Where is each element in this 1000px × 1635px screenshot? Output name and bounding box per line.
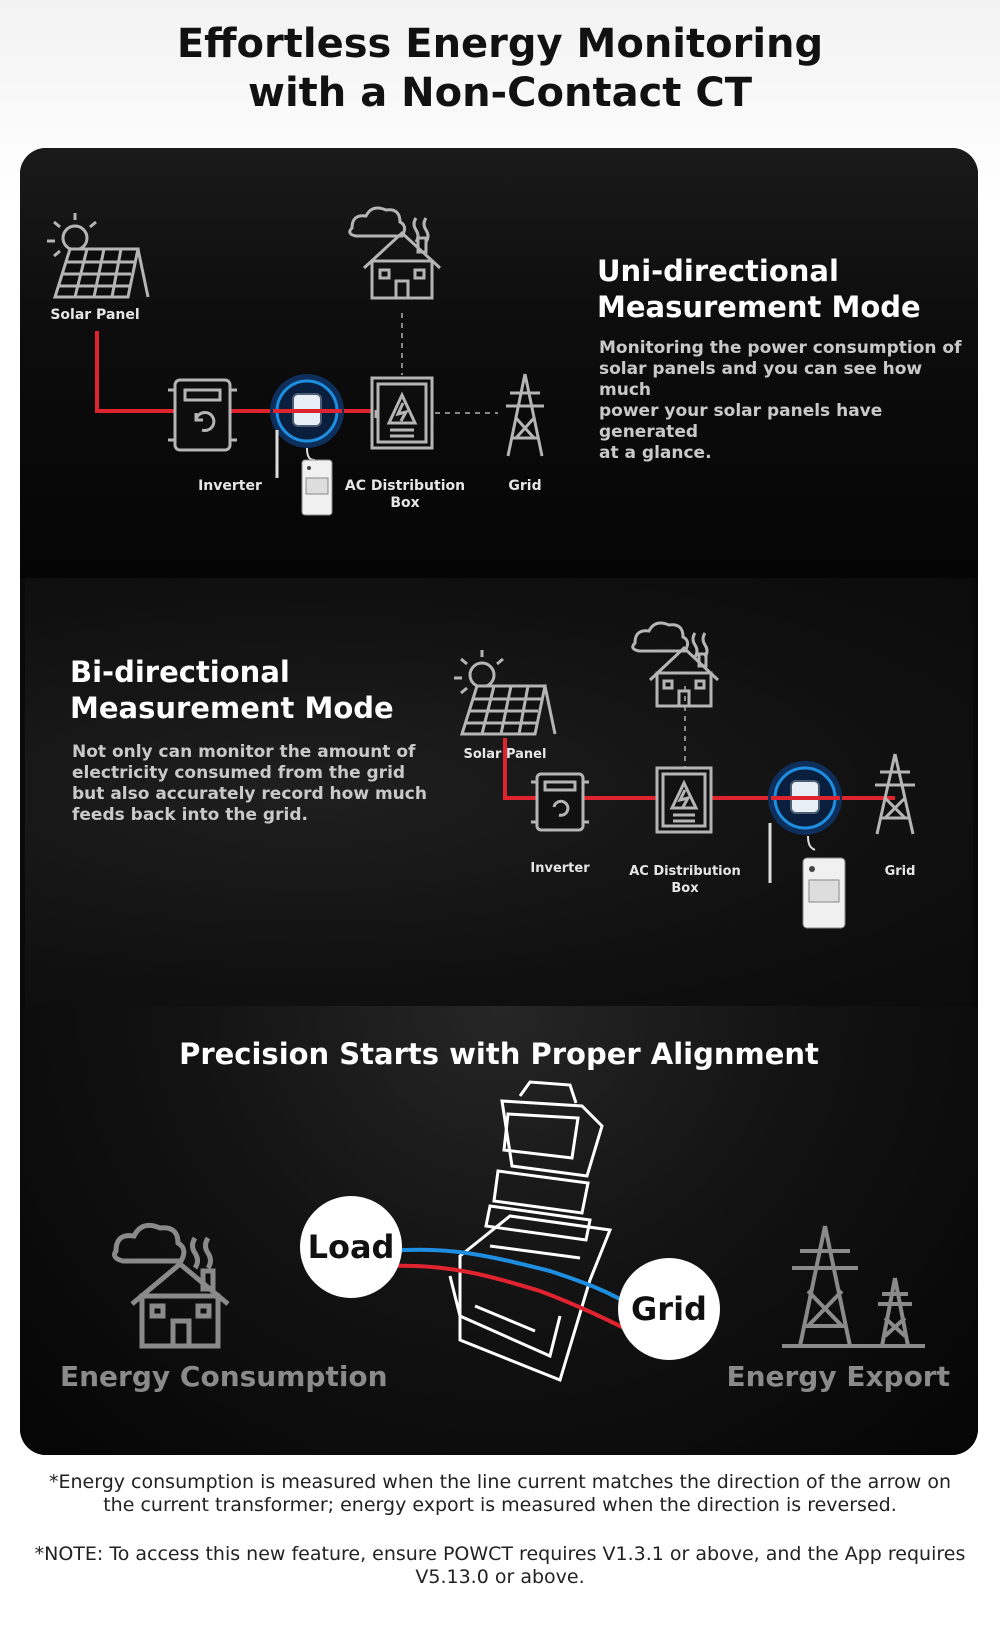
solar-panel-icon [47,213,150,299]
bi-diagram [454,621,915,929]
energy-export-label: Energy Export [726,1360,950,1393]
uni-label-grid: Grid [508,478,542,494]
bi-directional-section: Solar Panel Inverter AC Distribution Box… [25,578,973,1006]
inverter-icon [168,378,237,452]
uni-description: Monitoring the power consumption of sola… [599,338,969,464]
page-title-line1: Effortless Energy Monitoring [176,21,824,67]
bi-label-ac-box-line2: Box [671,881,699,896]
energy-consumption-label: Energy Consumption [60,1360,388,1393]
uni-description-line2: solar panels and you can see how much [599,359,923,400]
uni-directional-section: Solar Panel Inverter AC Distribution Box… [20,148,978,578]
footnote-version-requirement-line2: V5.13.0 or above. [415,1566,585,1588]
grid-tower-icon [506,373,544,457]
bi-description: Not only can monitor the amount of elect… [72,742,452,826]
power-meter-device-icon [275,430,333,516]
footnote-version-requirement-line1: *NOTE: To access this new feature, ensur… [34,1543,966,1565]
bi-heading-line2: Measurement Mode [70,691,394,725]
ct-device-illustration [448,1080,613,1383]
uni-description-line3: power your solar panels have generated [599,401,883,442]
uni-label-ac-box-line2: Box [390,495,420,511]
uni-label-inverter: Inverter [198,478,262,494]
bi-description-line4: feeds back into the grid. [72,805,308,825]
red-cable-line [389,1263,641,1338]
bi-description-line3: but also accurately record how much [72,784,427,804]
grid-circle-label: Grid [618,1258,720,1360]
bi-label-solar-panel: Solar Panel [463,747,547,762]
inverter-icon [531,772,589,832]
grid-tower-icon [875,753,915,835]
solar-panel-icon [454,650,557,736]
footnote-energy-direction-line1: *Energy consumption is measured when the… [49,1471,951,1493]
page-title-line2: with a Non-Contact CT [248,70,752,116]
uni-diagram [47,206,544,516]
alignment-section: Precision Starts with Proper Alignment [20,1006,978,1455]
uni-heading: Uni-directional Measurement Mode [597,253,967,325]
grid-towers-icon [782,1225,925,1348]
bi-red-line [503,738,895,800]
ct-sensor-icon [270,374,344,448]
bi-heading-line1: Bi-directional [70,655,290,689]
uni-heading-line1: Uni-directional [597,254,839,288]
house-icon [631,621,720,708]
bi-label-ac-box-line1: AC Distribution [629,864,741,879]
uni-label-solar-panel: Solar Panel [50,307,140,323]
house-icon [348,206,442,300]
house-icon [112,1222,230,1349]
bi-heading: Bi-directional Measurement Mode [70,654,450,726]
uni-label-ac-box-line1: AC Distribution [344,478,466,494]
bi-description-line1: Not only can monitor the amount of [72,742,416,762]
footnote-energy-direction: *Energy consumption is measured when the… [30,1471,970,1517]
uni-description-line4: at a glance. [599,443,712,463]
footnote-version-requirement: *NOTE: To access this new feature, ensur… [30,1543,970,1589]
page-title: Effortless Energy Monitoring with a Non-… [0,20,1000,118]
load-circle-label: Load [300,1196,402,1298]
ac-distribution-box-icon [370,376,434,450]
power-meter-device-icon [768,823,846,929]
ct-sensor-icon [768,761,842,835]
blue-cable-line [389,1247,642,1313]
main-panel: Solar Panel Inverter AC Distribution Box… [20,148,978,1455]
uni-heading-line2: Measurement Mode [597,290,921,324]
uni-label-ac-box: AC Distribution Box [335,478,475,512]
alignment-diagram [112,1080,925,1383]
alignment-heading: Precision Starts with Proper Alignment [179,1037,819,1071]
bi-description-line2: electricity consumed from the grid [72,763,406,783]
footnote-energy-direction-line2: the current transformer; energy export i… [103,1494,897,1516]
bi-label-ac-box: AC Distribution Box [615,863,755,897]
uni-description-line1: Monitoring the power consumption of [599,338,962,358]
bi-label-inverter: Inverter [530,861,590,876]
bi-label-grid: Grid [884,864,916,879]
ac-distribution-box-icon [655,766,713,834]
